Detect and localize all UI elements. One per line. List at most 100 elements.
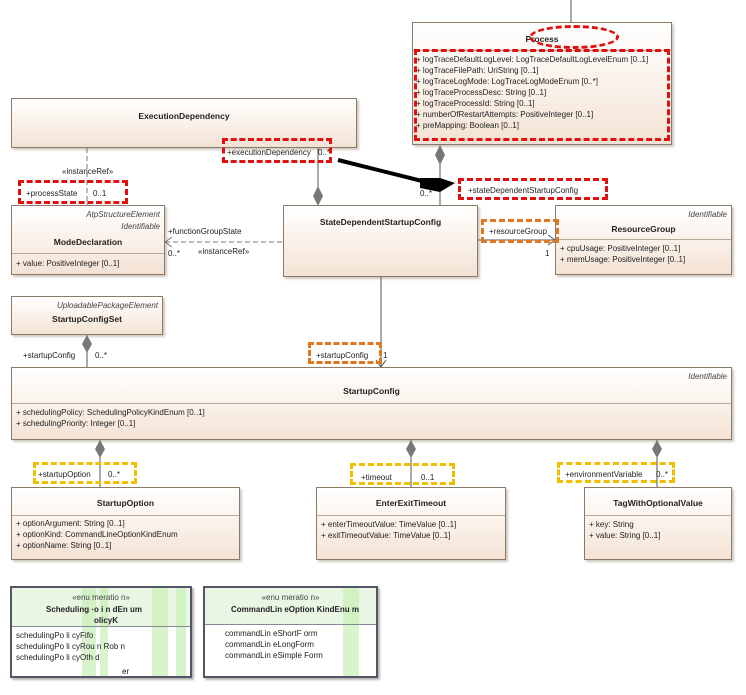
startup-config-highlight [308, 342, 382, 364]
tag-with-optional-value-class[interactable]: TagWithOptionalValue + key: String + val… [584, 487, 732, 560]
attribute: + logTraceLogMode: LogTraceLogModeEnum [… [416, 77, 598, 86]
execution-dependency-mult: 0..* [318, 148, 331, 157]
state-dependent-startup-config-class[interactable]: StateDependentStartupConfig [283, 205, 478, 277]
execution-dependency-highlight [222, 138, 332, 163]
execution-dependency-label: +executionDependency [227, 148, 311, 157]
enum-stereotype: «enu meratio n» [72, 593, 130, 602]
instance-ref-label: «instanceRef» [198, 247, 250, 256]
startup-option-label: +startupOption [38, 470, 91, 479]
resource-group-mult: 1 [545, 249, 550, 258]
attribute: + logTraceProcessId: String [0..1] [416, 99, 535, 108]
startup-config-class[interactable]: Identifiable StartupConfig + schedulingP… [11, 367, 732, 440]
timeout-mult: 0..1 [421, 473, 435, 482]
attribute: + value: String [0..1] [589, 531, 661, 540]
attribute: + cpuUsage: PositiveInteger [0..1] [560, 244, 681, 253]
attribute: + enterTimeoutValue: TimeValue [0..1] [321, 520, 457, 529]
startup-config-attributes: + schedulingPolicy: SchedulingPolicyKind… [16, 407, 729, 429]
process-composition-diamond [435, 145, 445, 165]
state-dependent-name: StateDependentStartupConfig [319, 217, 442, 227]
process-state-highlight [18, 180, 128, 204]
attribute: + logTraceDefaultLogLevel: LogTraceDefau… [416, 55, 649, 64]
tag-name: TagWithOptionalValue [613, 498, 703, 508]
state-dependent-mult: 0..* [420, 189, 433, 198]
startup-option-attributes: + optionArgument: String [0..1] + option… [16, 518, 237, 551]
startup-option-name: StartupOption [96, 498, 155, 508]
startup-option-highlight [33, 462, 137, 484]
environment-variable-label: +environmentVariable [565, 470, 643, 479]
enum-name: CommandLin eOption KindEnu m [231, 605, 359, 614]
mode-declaration-stereotype: Identifiable [121, 222, 160, 231]
enum-name-cont: olicyK [94, 616, 119, 625]
attribute: + optionArgument: String [0..1] [16, 519, 125, 528]
attribute: + optionKind: CommandLineOptionKindEnum [16, 530, 178, 539]
startup-option-mult: 0..* [108, 470, 121, 479]
resource-group-label: +resourceGroup [489, 227, 548, 236]
startup-config-set-diamond [82, 335, 92, 353]
scheduling-policy-kind-enum[interactable]: «enu meratio n» Scheduling ·o i n dEn um… [10, 586, 192, 678]
enum-literal-trail: er [122, 667, 130, 676]
tag-diamond [652, 440, 662, 458]
environment-variable-mult: 0..* [656, 470, 669, 479]
enum-literal: commandLin eShortF orm [225, 629, 318, 638]
resource-group-class[interactable]: Identifiable ResourceGroup + cpuUsage: P… [555, 205, 732, 275]
startup-config-mult: 0..* [95, 351, 108, 360]
startup-config-set-class[interactable]: UploadablePackageElement StartupConfigSe… [11, 296, 163, 335]
enum-literal: commandLin eLongForm [225, 640, 314, 649]
resource-group-stereotype: Identifiable [688, 210, 727, 219]
startup-option-class[interactable]: StartupOption + optionArgument: String [… [11, 487, 240, 560]
startup-config-label: +startupConfig [316, 351, 369, 360]
attribute: + key: String [589, 520, 634, 529]
enum-literals: commandLin eShortF orm commandLin eLongF… [225, 628, 374, 661]
resource-group-name: ResourceGroup [611, 224, 676, 234]
resource-group-attributes: + cpuUsage: PositiveInteger [0..1] + mem… [560, 243, 729, 265]
attribute: + value: PositiveInteger [0..1] [16, 259, 120, 268]
timeout-label: +timeout [361, 473, 392, 482]
mode-declaration-name: ModeDeclaration [53, 237, 123, 247]
enter-exit-timeout-class[interactable]: EnterExitTimeout + enterTimeoutValue: Ti… [316, 487, 506, 560]
enum-literal: schedulingPo li cyRou n Rob n [16, 642, 125, 651]
state-dependent-aggregation-diamond [420, 178, 455, 192]
process-state-label: +processState [26, 189, 78, 198]
attribute: + exitTimeoutValue: TimeValue [0..1] [321, 531, 451, 540]
state-dependent-diamond [313, 186, 323, 206]
process-name-highlight [529, 25, 619, 49]
mode-declaration-class[interactable]: AtpStructureElement Identifiable ModeDec… [11, 205, 165, 275]
startup-config-set-name: StartupConfigSet [52, 314, 122, 324]
enum-literal: commandLin eSimple Form [225, 651, 323, 660]
enum-literal: schedulingPo li cyOth d [16, 653, 100, 662]
mode-declaration-stereotype: AtpStructureElement [86, 210, 160, 219]
command-line-option-kind-enum[interactable]: «enu meratio n» CommandLin eOption KindE… [203, 586, 378, 678]
tag-attributes: + key: String + value: String [0..1] [589, 519, 729, 541]
timeout-highlight [350, 463, 455, 485]
attribute: + schedulingPolicy: SchedulingPolicyKind… [16, 408, 205, 417]
startup-config-label: +startupConfig [23, 351, 76, 360]
attribute: + logTraceProcessDesc: String [0..1] [416, 88, 547, 97]
state-dependent-highlight [458, 178, 608, 200]
attribute: + schedulingPriority: Integer [0..1] [16, 419, 136, 428]
enum-literals: schedulingPo li cyFifo schedulingPo li c… [16, 630, 188, 663]
enum-literal: schedulingPo li cyFifo [16, 631, 94, 640]
function-group-state-label: +functionGroupState [168, 227, 242, 236]
resource-group-highlight [481, 219, 559, 243]
state-dependent-startup-config-label: +stateDependentStartupConfig [468, 186, 579, 195]
startup-config-mult: 1 [383, 351, 388, 360]
enter-exit-timeout-name: EnterExitTimeout [375, 498, 447, 508]
instance-ref-label: «instanceRef» [62, 167, 114, 176]
process-attributes-highlight [414, 49, 670, 141]
attribute: + memUsage: PositiveInteger [0..1] [560, 255, 686, 264]
execution-dependency-name: ExecutionDependency [138, 111, 230, 121]
startup-option-diamond [95, 440, 105, 458]
startup-config-stereotype: Identifiable [688, 372, 727, 381]
startup-config-set-stereotype: UploadablePackageElement [57, 301, 158, 310]
enum-stereotype: «enu meratio n» [261, 593, 320, 602]
timeout-diamond [406, 440, 416, 458]
process-state-mult: 0..1 [93, 189, 107, 198]
environment-variable-highlight [557, 462, 675, 483]
function-group-mult: 0..* [168, 249, 181, 258]
attribute: + optionName: String [0..1] [16, 541, 112, 550]
attribute: + preMapping: Boolean [0..1] [416, 121, 519, 130]
startup-config-name: StartupConfig [343, 386, 400, 396]
enum-name: Scheduling ·o i n dEn um [46, 605, 142, 614]
attribute: + logTraceFilePath: UriString [0..1] [416, 66, 539, 75]
